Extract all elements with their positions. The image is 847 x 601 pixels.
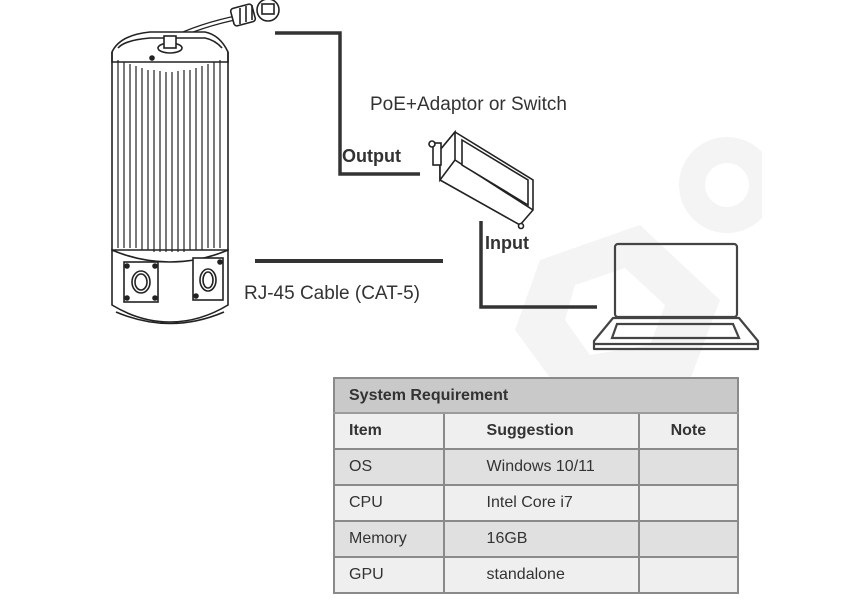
cable-label: RJ-45 Cable (CAT-5) — [244, 283, 420, 304]
cell-note — [637, 556, 740, 594]
table-row: OS Windows 10/11 — [333, 448, 740, 486]
cell-item: CPU — [333, 484, 445, 522]
poe-device-label: PoE+Adaptor or Switch — [370, 94, 567, 115]
input-label: Input — [485, 233, 529, 253]
table-title: System Requirement — [333, 377, 739, 414]
cell-suggestion: Intel Core i7 — [442, 484, 640, 522]
cell-suggestion: 16GB — [442, 520, 640, 558]
table-row: CPU Intel Core i7 — [333, 484, 740, 522]
table-row: Memory 16GB — [333, 520, 740, 558]
table-row: GPU standalone — [333, 556, 740, 594]
input-cable-line — [479, 221, 597, 309]
cell-item: GPU — [333, 556, 445, 594]
cell-item: Memory — [333, 520, 445, 558]
column-header-suggestion: Suggestion — [442, 412, 640, 450]
cell-item: OS — [333, 448, 445, 486]
system-requirement-table: System Requirement Item Suggestion Note … — [333, 377, 740, 594]
column-header-item: Item — [333, 412, 445, 450]
column-header-note: Note — [637, 412, 740, 450]
output-label: Output — [342, 146, 401, 166]
table-title-row: System Requirement — [333, 377, 739, 414]
table-header-row: Item Suggestion Note — [333, 412, 740, 450]
cell-suggestion: standalone — [442, 556, 640, 594]
cell-suggestion: Windows 10/11 — [442, 448, 640, 486]
cell-note — [637, 484, 740, 522]
cell-note — [637, 448, 740, 486]
cell-note — [637, 520, 740, 558]
output-cable-line — [275, 31, 420, 176]
